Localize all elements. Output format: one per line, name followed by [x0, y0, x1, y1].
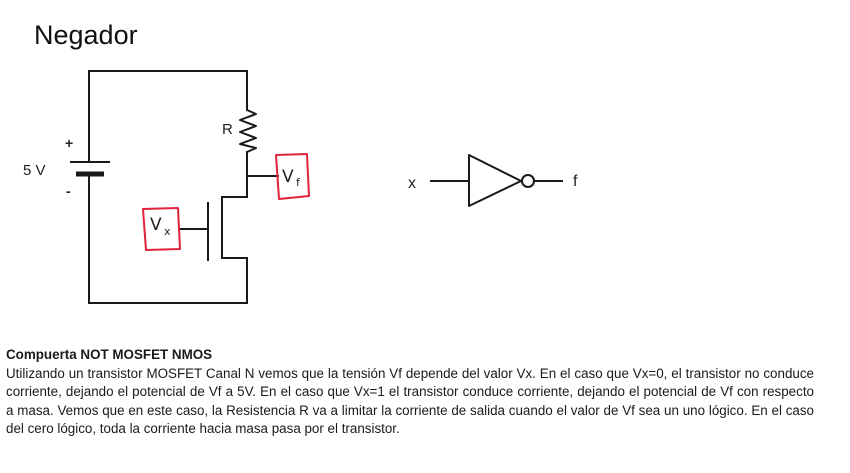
circuit-wires — [88, 70, 279, 304]
supply-voltage-label: 5 V — [23, 162, 46, 179]
description-body: Utilizando un transistor MOSFET Canal N … — [6, 365, 814, 437]
vf-label-subscript: f — [296, 176, 301, 189]
not-gate-triangle — [468, 154, 522, 207]
drain-wire — [221, 151, 248, 259]
not-gate — [430, 154, 563, 207]
vf-label: V — [282, 167, 294, 187]
description-heading: Compuerta NOT MOSFET NMOS — [6, 347, 213, 362]
vx-label-subscript: x — [164, 225, 171, 238]
bottom-wire — [88, 174, 248, 304]
resistor-label: R — [222, 121, 233, 138]
not-gate-inversion-bubble — [521, 174, 535, 188]
vx-annotation-box — [142, 207, 181, 251]
vx-label: V — [150, 215, 162, 235]
gate-output-label: f — [573, 173, 578, 190]
page-title: Negador — [34, 20, 138, 50]
vx-annotation: V x — [142, 207, 181, 251]
description-block: Compuerta NOT MOSFET NMOS Utilizando un … — [6, 346, 814, 439]
battery-minus-label: - — [66, 183, 71, 199]
resistor-symbol — [239, 109, 257, 153]
top-wire — [88, 70, 248, 163]
vf-annotation: V f — [275, 153, 310, 200]
circuit-diagram: + - 5 V R V f V x x f — [23, 70, 578, 304]
gate-input-label: x — [408, 175, 416, 192]
battery-symbol — [70, 161, 110, 177]
battery-plus-label: + — [65, 135, 73, 151]
vf-annotation-box — [275, 153, 310, 200]
